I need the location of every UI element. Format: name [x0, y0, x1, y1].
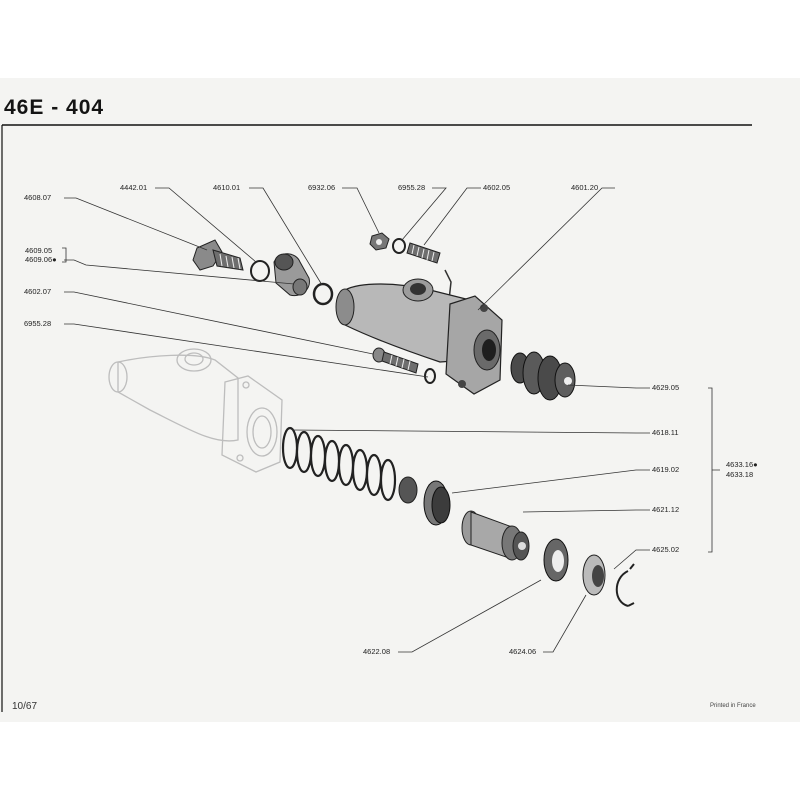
circlip [615, 563, 635, 607]
ref-4622-08: 4622.08 [363, 647, 391, 656]
piston [461, 510, 530, 561]
ref-4442-01: 4442.01 [120, 183, 148, 192]
ref-4602-07: 4602.07 [24, 287, 52, 296]
ref-4609-05: 4609.05 [25, 246, 53, 255]
ref-4602-05: 4602.05 [483, 183, 511, 192]
ref-6932-06: 6932.06 [308, 183, 336, 192]
ghost-cylinder-body [108, 348, 283, 473]
ref-4621-12: 4621.12 [652, 505, 680, 514]
primary-cup-seal [423, 480, 451, 526]
ref-4624-06: 4624.06 [509, 647, 537, 656]
copper-washer [250, 260, 270, 282]
clip-spring [444, 269, 452, 301]
master-cylinder-body [335, 278, 503, 395]
ref-6955-28-left: 6955.28 [24, 319, 52, 328]
union-washer [312, 282, 334, 306]
stop-washer [582, 554, 606, 596]
dust-boot [510, 351, 576, 401]
bracket-4633 [708, 387, 720, 553]
ref-4601-20: 4601.20 [571, 183, 599, 192]
ref-4633-16: 4633.16● [726, 460, 758, 469]
banjo-union [273, 253, 310, 297]
ref-4625-02: 4625.02 [652, 545, 680, 554]
spring-seat [398, 476, 418, 504]
page-title: 46E - 404 [4, 96, 105, 119]
ref-4618-11: 4618.11 [652, 428, 679, 437]
printed-in-france-note: Printed in France [710, 703, 756, 709]
ref-4609-06: 4609.06● [25, 255, 57, 264]
lock-washer [392, 238, 406, 254]
secondary-cup-seal [543, 538, 569, 582]
ref-4629-05: 4629.05 [652, 383, 680, 392]
return-spring [281, 426, 397, 502]
hex-nut-bore [376, 239, 382, 245]
leader-lines [64, 187, 650, 653]
ref-4610-01: 4610.01 [213, 183, 241, 192]
threaded-stud [406, 242, 441, 264]
bracket-4609 [62, 247, 67, 263]
screw-washer [424, 368, 436, 384]
mounting-screw [372, 347, 419, 374]
ref-4608-07: 4608.07 [24, 193, 52, 202]
ref-6955-28-top: 6955.28 [398, 183, 426, 192]
ref-4619-02: 4619.02 [652, 465, 680, 474]
ref-4633-18: 4633.18 [726, 470, 754, 479]
sheet-number: 10/67 [12, 701, 38, 712]
